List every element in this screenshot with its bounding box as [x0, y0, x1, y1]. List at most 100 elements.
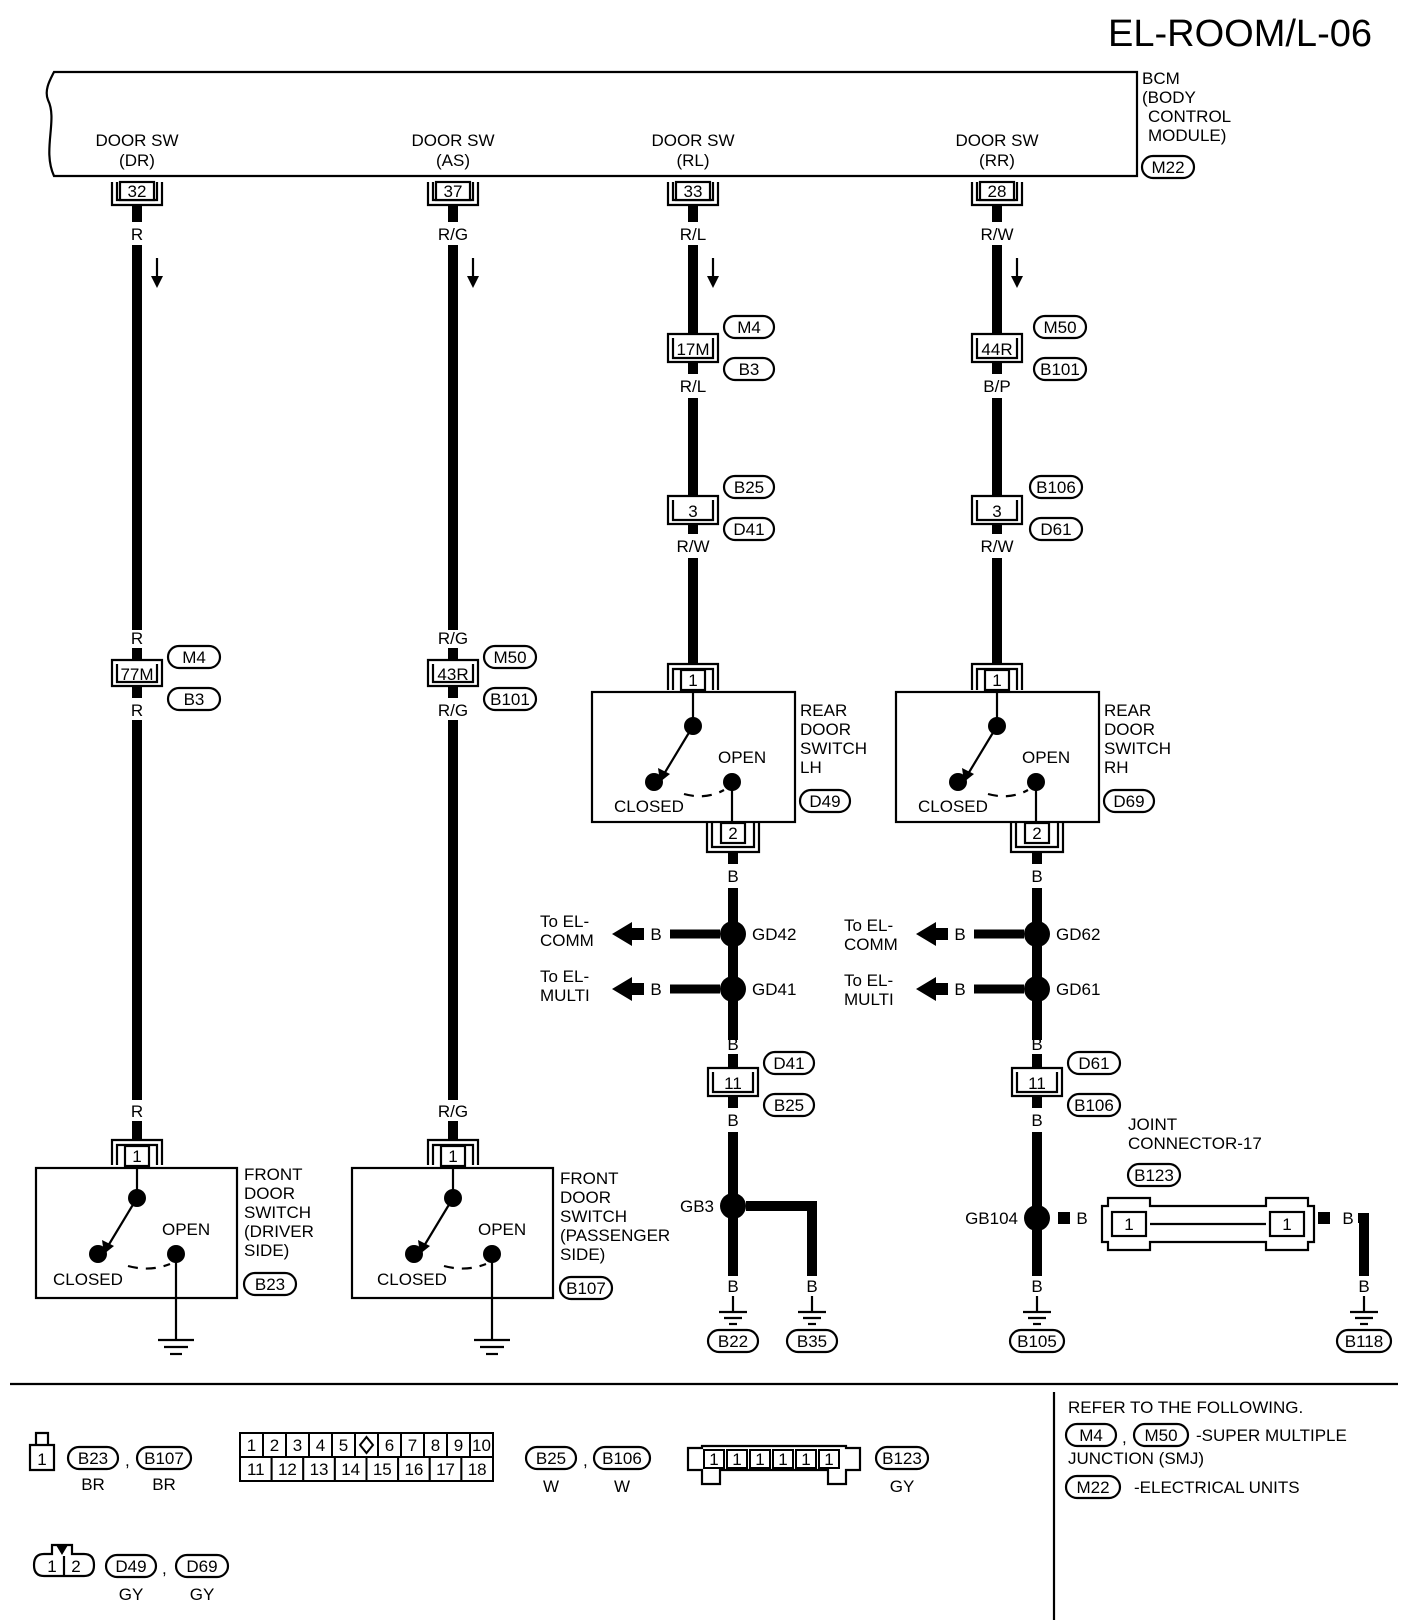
rr-wire-3: R/W — [980, 537, 1013, 556]
bcm-connector-tag: M22 — [1151, 158, 1184, 177]
as-switch-pin: 1 — [448, 1147, 457, 1166]
dr-wire-1: R — [131, 225, 143, 244]
refer-smj-text: -SUPER MULTIPLE — [1196, 1426, 1347, 1445]
rl-ground1-wire: B — [727, 1277, 738, 1296]
ground-icon — [474, 1338, 510, 1356]
rr-joint-name-1: JOINT — [1128, 1115, 1177, 1134]
rl-switch-pin-out: 2 — [728, 824, 737, 843]
rl-switch-name-1: REAR — [800, 701, 847, 720]
dr-terminal-label-1: DOOR SW — [95, 131, 178, 150]
ground-icon — [1023, 1310, 1051, 1326]
rl-switch-name-4: LH — [800, 758, 822, 777]
rr-switch-closed: CLOSED — [918, 797, 988, 816]
rl-switch-open: OPEN — [718, 748, 766, 767]
dr-switch-name-2: DOOR — [244, 1184, 295, 1203]
rr-wire-6: B — [1031, 1111, 1042, 1130]
legend-c2-cell — [460, 1456, 494, 1482]
legend-c2-pin: 8 — [431, 1436, 440, 1455]
key-diamond-icon — [358, 1435, 375, 1455]
legend-c2-pin: 6 — [385, 1436, 394, 1455]
as-switch-connector: B107 — [566, 1279, 606, 1298]
rl-switch-connector: D49 — [809, 792, 840, 811]
ground-icon — [1350, 1310, 1378, 1326]
rr-inline2-pin: 3 — [992, 502, 1001, 521]
rr-switch-connector: D69 — [1113, 792, 1144, 811]
rr-ground-splice: GB104 — [965, 1209, 1018, 1228]
dr-switch-pin: 1 — [132, 1147, 141, 1166]
rr-switch-name-3: SWITCH — [1104, 739, 1171, 758]
rr-inline1-bottom-tag: B101 — [1040, 360, 1080, 379]
legend-c4-pin-1: 1 — [47, 1557, 56, 1576]
ground-icon — [798, 1310, 826, 1326]
legend-c2-pin: 18 — [468, 1460, 487, 1479]
as-terminal-label-2: (AS) — [436, 151, 470, 170]
legend-c3-cell — [726, 1449, 748, 1469]
rl-switch-closed: CLOSED — [614, 797, 684, 816]
bcm-label-4: MODULE) — [1148, 126, 1226, 145]
as-wire-1: R/G — [438, 225, 468, 244]
as-inline-bottom-tag: B101 — [490, 690, 530, 709]
legend-c2-pin: 2 — [270, 1436, 279, 1455]
legend-c2-pin: 12 — [278, 1460, 297, 1479]
legend-c1-color-2: BR — [152, 1475, 176, 1494]
rr-joint-connector: B123 — [1134, 1166, 1174, 1185]
rr-joint-wire-in: B — [1076, 1209, 1087, 1228]
rr-inline1-top-tag: M50 — [1043, 318, 1076, 337]
legend-c2-pin: 9 — [454, 1436, 463, 1455]
bcm-label-3: CONTROL — [1148, 107, 1231, 126]
as-bcm-pin: 37 — [444, 182, 463, 201]
rr-splice1-name: GD62 — [1056, 925, 1100, 944]
circuit-door-sw-rl: DOOR SW (RL) 33 R/L 17M M4 B3 R/L 3 B25 … — [540, 131, 867, 1354]
legend-c3-cell — [795, 1449, 817, 1469]
rr-switch-name-2: DOOR — [1104, 720, 1155, 739]
legend-c1-tag-2: B107 — [144, 1449, 184, 1468]
rl-splice2-name: GD41 — [752, 980, 796, 999]
legend-c3-pin: 1 — [709, 1450, 718, 1469]
as-switch-name-3: SWITCH — [560, 1207, 627, 1226]
rr-terminal-label-1: DOOR SW — [955, 131, 1038, 150]
legend-c2-pin: 5 — [339, 1436, 348, 1455]
rl-wire-6: B — [727, 1111, 738, 1130]
refer-smj-text2: JUNCTION (SMJ) — [1068, 1449, 1204, 1468]
rr-wire-1: R/W — [980, 225, 1013, 244]
legend-c2-sep: , — [583, 1451, 588, 1470]
dr-bcm-pin: 32 — [128, 182, 147, 201]
rl-wire-5: B — [727, 1035, 738, 1054]
rr-wire-4: B — [1031, 867, 1042, 886]
rl-splice2-wire: B — [650, 980, 661, 999]
dr-switch-name-3: SWITCH — [244, 1203, 311, 1222]
legend-c3-color: GY — [890, 1477, 915, 1496]
dr-switch-closed: CLOSED — [53, 1270, 123, 1289]
legend-c3-pin: 1 — [778, 1450, 787, 1469]
rr-inline2-top-tag: B106 — [1036, 478, 1076, 497]
legend-c2-pin: 14 — [341, 1460, 360, 1479]
legend-c3-pin: 1 — [824, 1450, 833, 1469]
dr-inline-bottom-tag: B3 — [184, 690, 205, 709]
rr-wire-2: B/P — [983, 377, 1010, 396]
dr-wire-4: R — [131, 1102, 143, 1121]
rr-splice2-to-1: To EL- — [844, 971, 893, 990]
legend-c2-color-1: W — [543, 1477, 559, 1496]
rl-splice2-to-2: MULTI — [540, 986, 590, 1005]
legend-c1-sep: , — [125, 1451, 130, 1470]
legend-c2-pin: 10 — [472, 1436, 491, 1455]
refer-smj-tag-2: M50 — [1144, 1426, 1177, 1445]
legend-c4-pin-2: 2 — [71, 1557, 80, 1576]
bcm-module: BCM (BODY CONTROL MODULE) M22 — [45, 69, 1231, 180]
as-inline-pin: 43R — [437, 665, 468, 684]
as-switch-closed: CLOSED — [377, 1270, 447, 1289]
refer-notes: REFER TO THE FOLLOWING. M4 , M50 -SUPER … — [1064, 1398, 1347, 1500]
rl-splice1-name: GD42 — [752, 925, 796, 944]
as-wire-4: R/G — [438, 1102, 468, 1121]
rr-terminal-label-2: (RR) — [979, 151, 1015, 170]
refer-smj-tag-1: M4 — [1079, 1426, 1103, 1445]
rl-splice1-wire: B — [650, 925, 661, 944]
legend-c1-tag-1: B23 — [78, 1449, 108, 1468]
rl-bcm-pin: 33 — [684, 182, 703, 201]
rr-inline3-bottom-tag: B106 — [1074, 1096, 1114, 1115]
rl-inline1-top-tag: M4 — [737, 318, 761, 337]
